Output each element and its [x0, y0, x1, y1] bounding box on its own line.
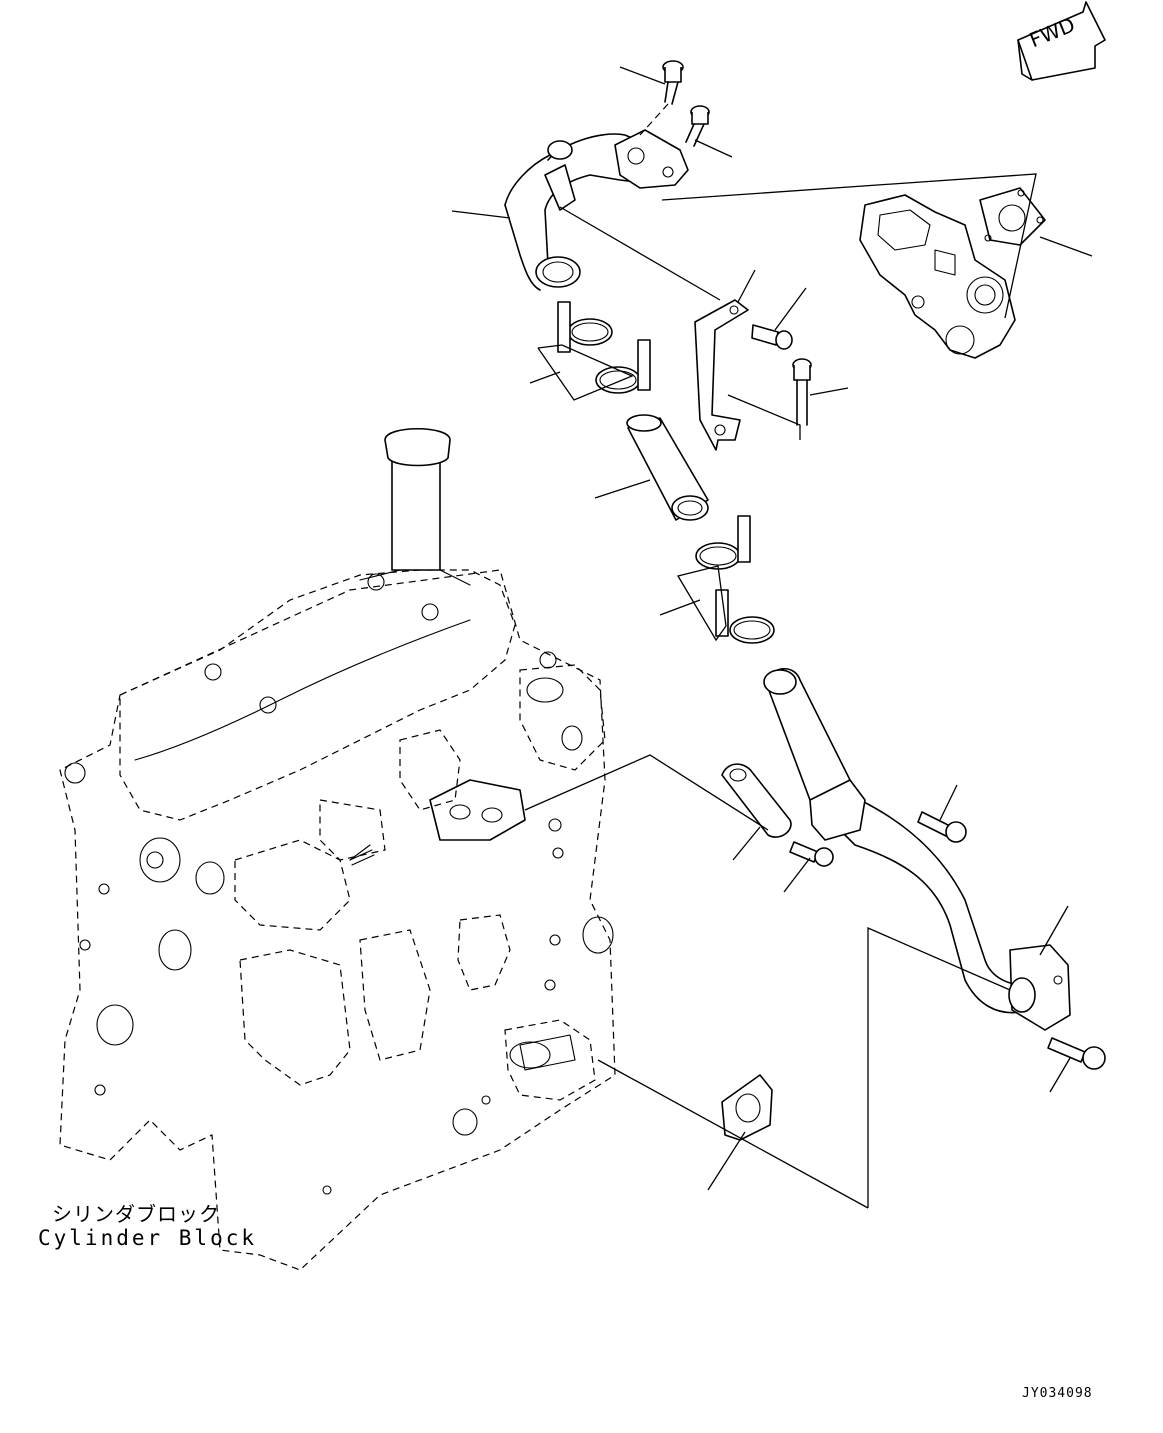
lower-water-pipe: [763, 667, 1071, 1031]
cylinder-block-caption-jp: シリンダブロック: [52, 1202, 220, 1226]
pipe-bracket: [694, 299, 749, 451]
bolt-top-2: [685, 105, 710, 147]
bolt-pipe-2: [789, 841, 834, 867]
egr-gasket: [979, 187, 1046, 246]
bolt-top-1: [639, 60, 684, 136]
cover-plate: [721, 763, 792, 838]
bolt-pipe-1: [917, 811, 967, 843]
leader-lines: [451, 66, 1093, 1191]
hose-clamp-lower: [676, 515, 775, 644]
bolt-bracket-1: [751, 324, 793, 350]
cylinder-block-caption-en: Cylinder Block: [38, 1226, 258, 1250]
hose-clamp-upper: [537, 301, 651, 401]
rubber-hose: [626, 414, 709, 521]
fwd-arrow-icon: [1017, 1, 1106, 81]
upper-elbow-pipe: [504, 129, 689, 291]
bolt-bracket-2: [792, 358, 812, 426]
drawing-id: JY034098: [1022, 1386, 1093, 1401]
bolt-pipe-3: [1047, 1037, 1106, 1070]
cylinder-block-drawing: [59, 427, 616, 1271]
egr-valve: [859, 194, 1016, 359]
lower-gasket: [721, 1074, 773, 1141]
